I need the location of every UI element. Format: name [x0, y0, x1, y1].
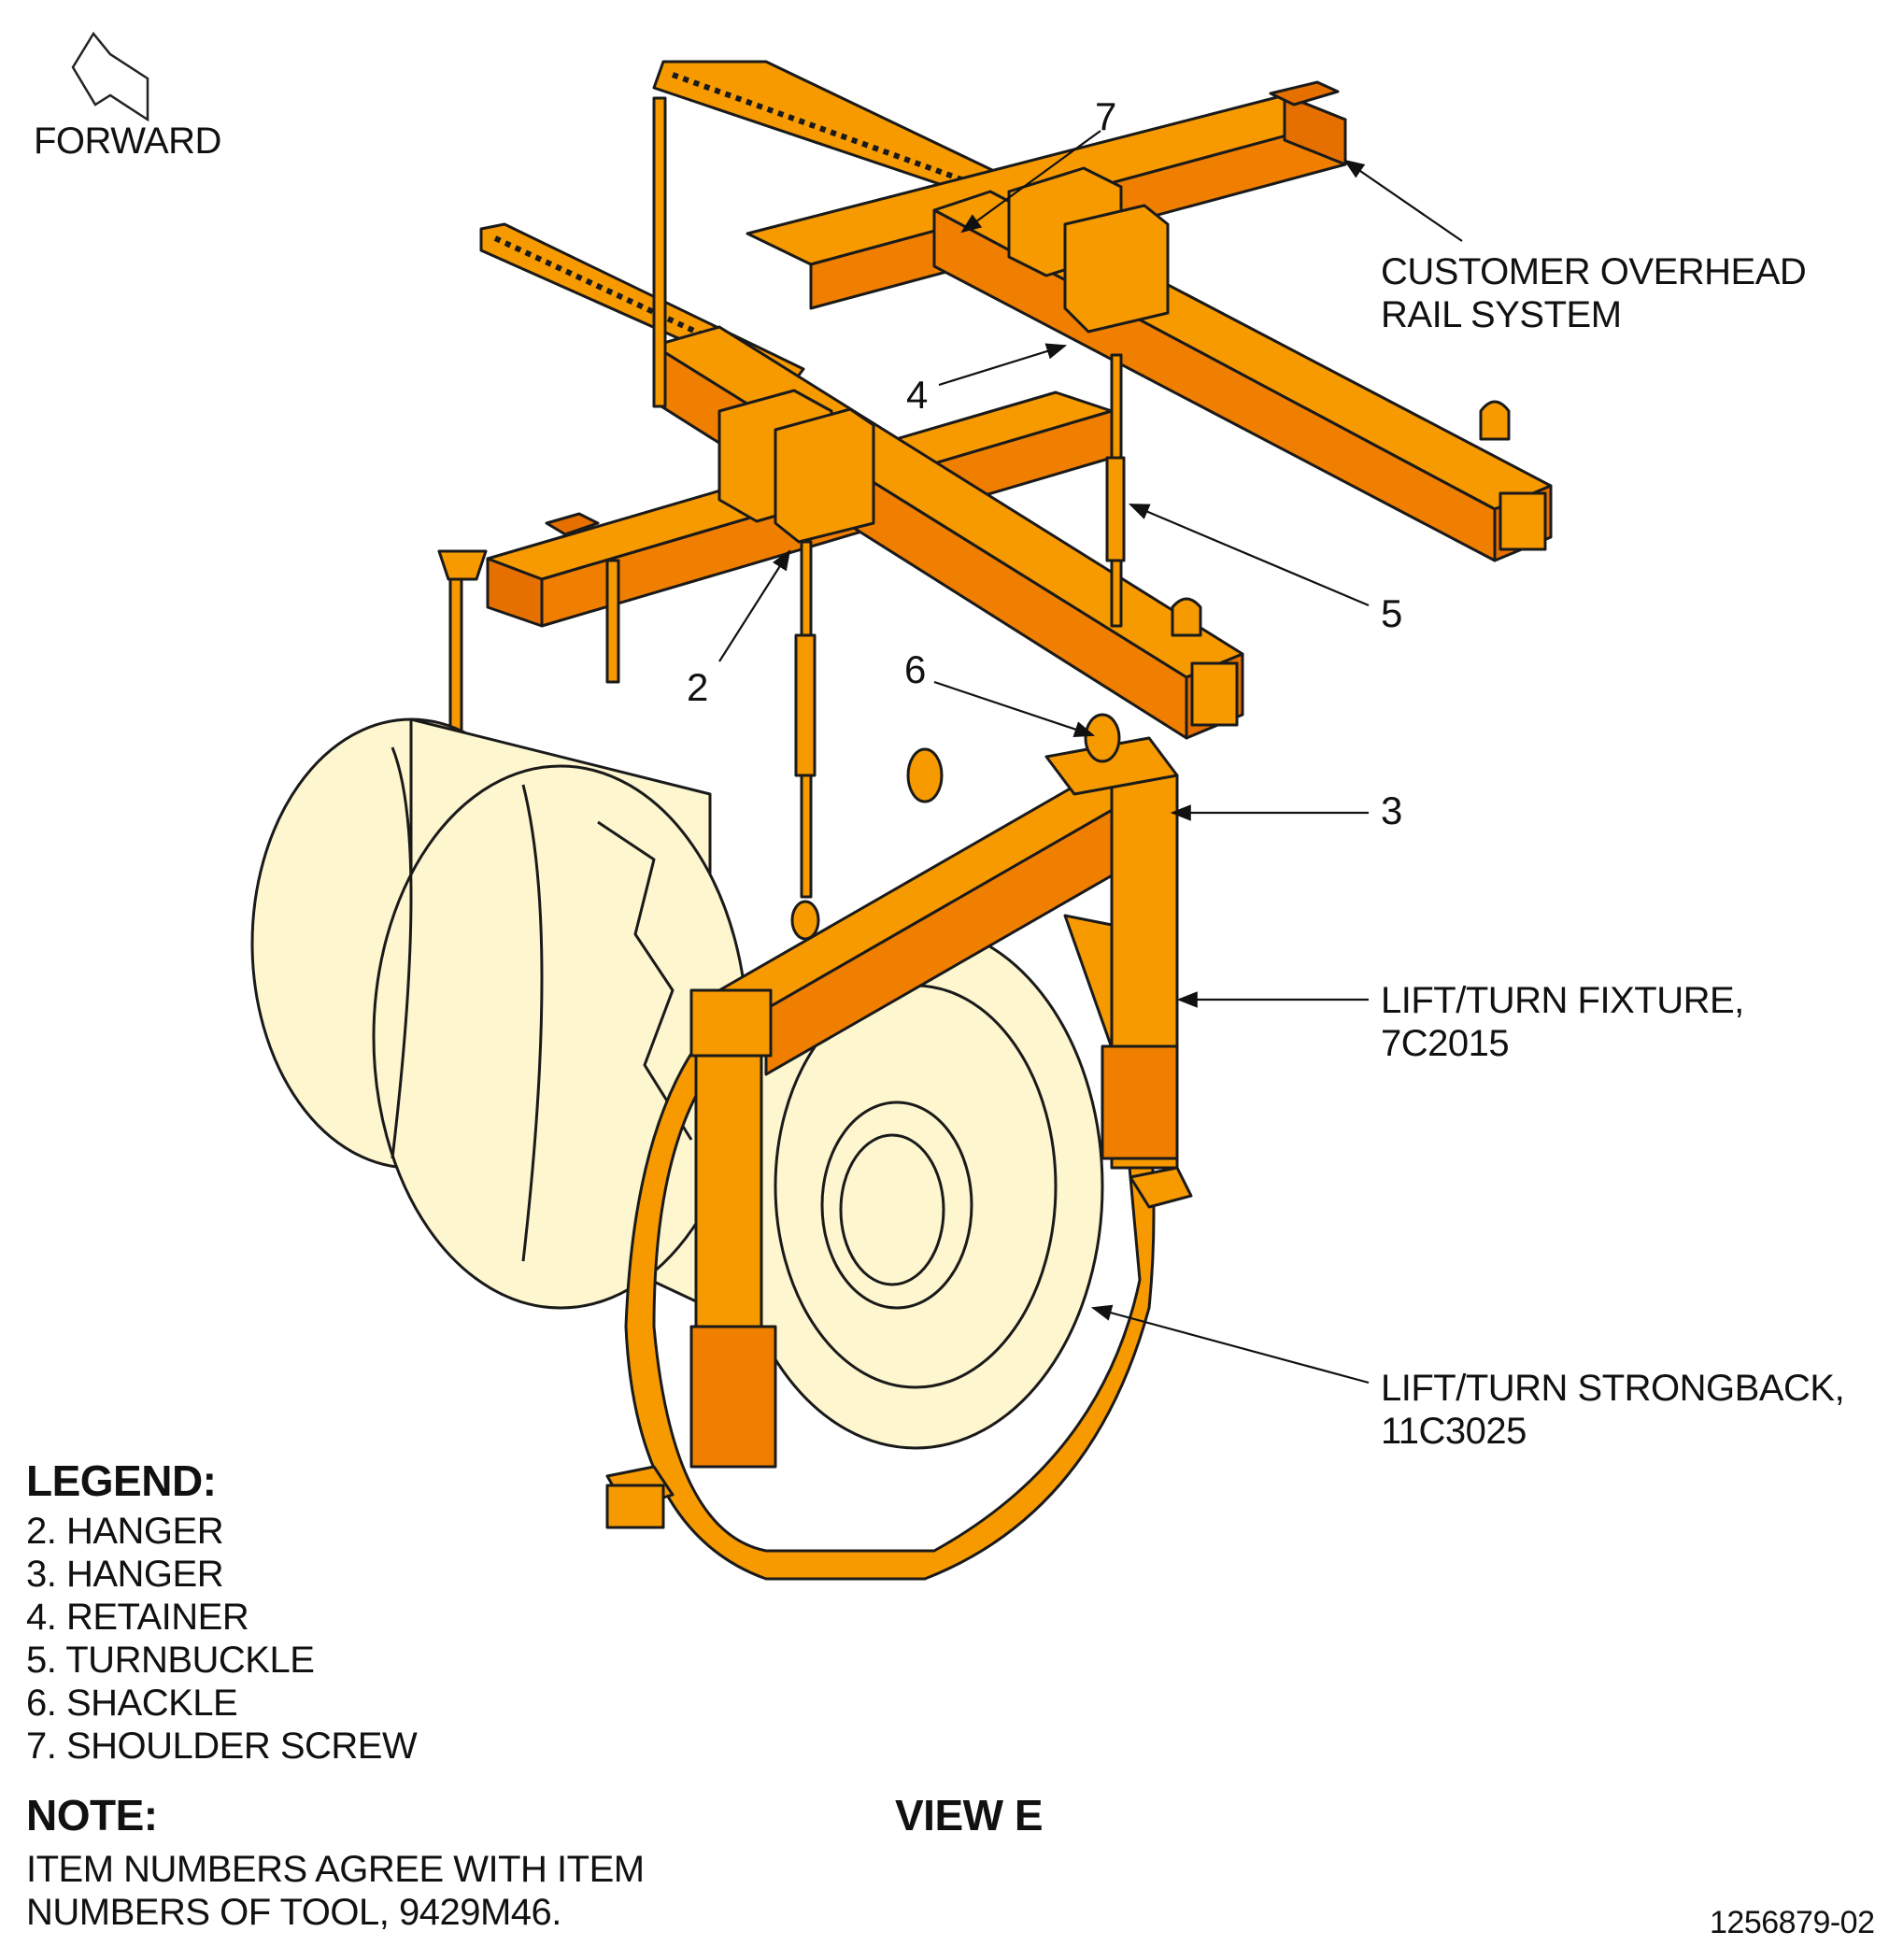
- view-title: VIEW E: [895, 1791, 1044, 1839]
- legend-item: 7. SHOULDER SCREW: [26, 1726, 418, 1767]
- rail-system-label-line1: CUSTOMER OVERHEAD: [1381, 251, 1807, 292]
- strongback-label-line1: LIFT/TURN STRONGBACK,: [1381, 1368, 1845, 1409]
- legend-title: LEGEND:: [26, 1456, 217, 1505]
- fixture-label-line1: LIFT/TURN FIXTURE,: [1381, 980, 1744, 1021]
- callout-7: 7: [1095, 94, 1116, 138]
- forward-arrow-icon: [71, 31, 149, 122]
- note-line2: NUMBERS OF TOOL, 9429M46.: [26, 1892, 561, 1933]
- fixture-label-line2: 7C2015: [1381, 1023, 1510, 1064]
- lift-turn-fixture-frame: [605, 736, 1193, 1529]
- legend-item: 6. SHACKLE: [26, 1683, 238, 1724]
- note-title: NOTE:: [26, 1791, 158, 1839]
- callout-5: 5: [1381, 591, 1402, 635]
- callout-2: 2: [687, 665, 708, 709]
- legend-item: 2. HANGER: [26, 1511, 224, 1552]
- figure-id: 1256879-02: [1710, 1905, 1875, 1940]
- legend-item: 4. RETAINER: [26, 1597, 249, 1638]
- rail-system-label-line2: RAIL SYSTEM: [1381, 294, 1622, 335]
- callout-4: 4: [906, 373, 928, 417]
- legend-item: 5. TURNBUCKLE: [26, 1640, 315, 1681]
- callout-3: 3: [1381, 788, 1402, 832]
- note-line1: ITEM NUMBERS AGREE WITH ITEM: [26, 1849, 645, 1890]
- callout-6: 6: [904, 647, 926, 691]
- strongback-label-line2: 11C3025: [1381, 1411, 1527, 1452]
- turnbuckle-rods: [437, 96, 1126, 899]
- forward-label: FORWARD: [34, 121, 221, 162]
- beam-clamp-blocks: [717, 166, 1170, 544]
- legend-item: 3. HANGER: [26, 1554, 224, 1595]
- leader-lines: [718, 130, 1463, 1385]
